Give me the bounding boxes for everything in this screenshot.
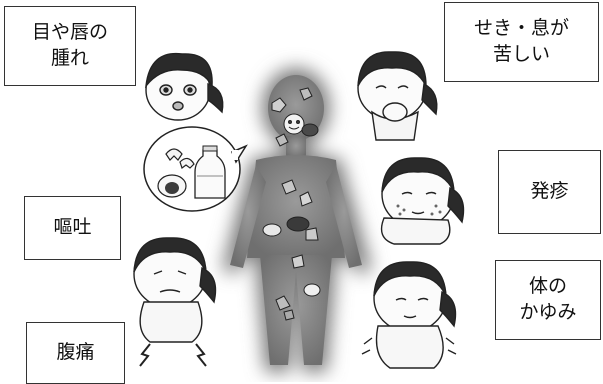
- child-coughing: [358, 52, 437, 140]
- human-silhouette-icon: [222, 68, 372, 372]
- label-vomiting: 嘔吐: [24, 196, 121, 260]
- label-stomach-pain: 腹痛: [26, 322, 125, 384]
- label-rash: 発疹: [498, 150, 601, 234]
- child-rash: [382, 158, 464, 244]
- label-eye-lip-swelling: 目や唇の 腫れ: [4, 6, 136, 86]
- child-swollen-face: [146, 54, 223, 120]
- label-itching: 体の かゆみ: [495, 260, 601, 340]
- child-itching: [362, 262, 456, 368]
- label-cough-breathing: せき・息が 苦しい: [444, 2, 599, 82]
- child-stomach-pain: [134, 238, 216, 366]
- egg-and-milk-icon: [144, 116, 246, 211]
